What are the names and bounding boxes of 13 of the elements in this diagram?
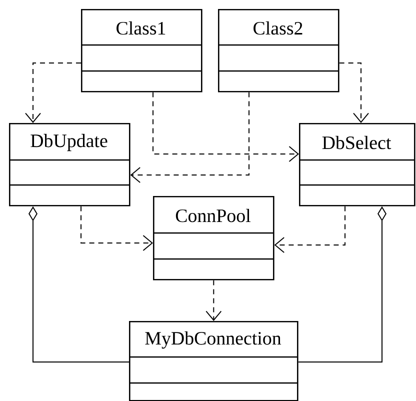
class-box: Class1 xyxy=(81,9,202,92)
class-box: ConnPool xyxy=(153,196,274,280)
class-box: MyDbConnection xyxy=(129,321,298,401)
dependency-arrow xyxy=(80,206,153,251)
dependency-arrow xyxy=(130,92,250,183)
class-box: DbUpdate xyxy=(9,123,130,206)
dependency-arrow xyxy=(152,92,299,162)
dependency-arrow xyxy=(338,62,369,123)
dependency-arrow xyxy=(274,206,346,253)
class-box: Class2 xyxy=(218,9,340,92)
dependency-arrow xyxy=(25,62,82,123)
class-box: DbSelect xyxy=(299,123,416,206)
dependency-arrow xyxy=(206,280,222,321)
